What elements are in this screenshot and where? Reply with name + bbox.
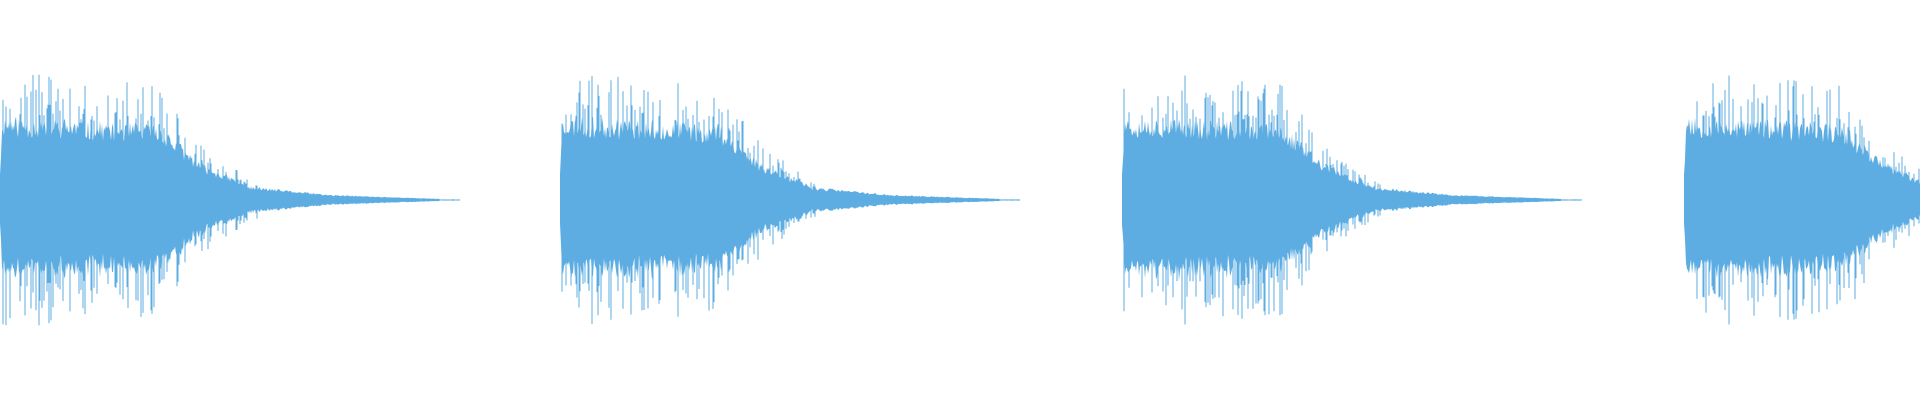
waveform-segment-3 bbox=[1122, 75, 1582, 325]
waveform-segment-1 bbox=[0, 74, 460, 326]
waveform-body bbox=[0, 116, 460, 280]
waveform-body bbox=[1684, 117, 1920, 280]
waveform-tail-end bbox=[452, 199, 454, 201]
waveform-tail-end bbox=[1574, 199, 1576, 201]
waveform-tail-end bbox=[1012, 199, 1014, 201]
waveform-segment-2 bbox=[560, 76, 1020, 324]
waveform-segment-4 bbox=[1684, 75, 1920, 325]
waveform-body bbox=[560, 116, 1020, 280]
